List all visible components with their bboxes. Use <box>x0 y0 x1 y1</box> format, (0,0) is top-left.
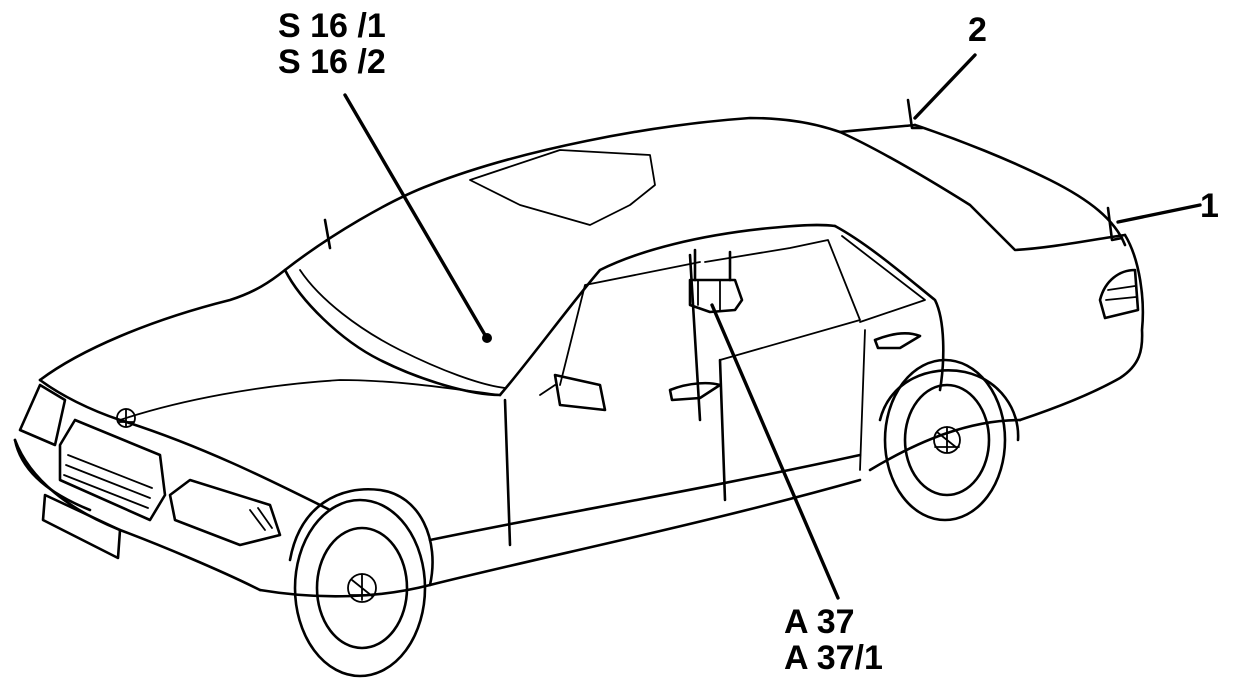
front-wheel <box>288 487 434 678</box>
label-s16-line2: S 16 /2 <box>278 43 386 81</box>
label-a37-line1: A 37 <box>784 603 855 641</box>
a37-component <box>688 248 744 314</box>
label-1: 1 <box>1200 187 1219 225</box>
label-a37: A 37 A 37/1 <box>784 604 883 676</box>
label-s16-line1: S 16 /1 <box>278 7 386 45</box>
leader-2 <box>913 53 977 120</box>
car-body-outline <box>13 98 1145 598</box>
label-s16: S 16 /1 S 16 /2 <box>278 8 386 80</box>
leader-a37 <box>710 303 840 600</box>
label-2: 2 <box>968 11 987 49</box>
leader-1 <box>1116 203 1202 224</box>
rear-wheel <box>878 358 1020 522</box>
leader-lines <box>343 53 1202 600</box>
leader-s16 <box>343 93 487 337</box>
label-a37-line2: A 37/1 <box>784 639 883 677</box>
leader-s16-dot <box>482 333 492 343</box>
